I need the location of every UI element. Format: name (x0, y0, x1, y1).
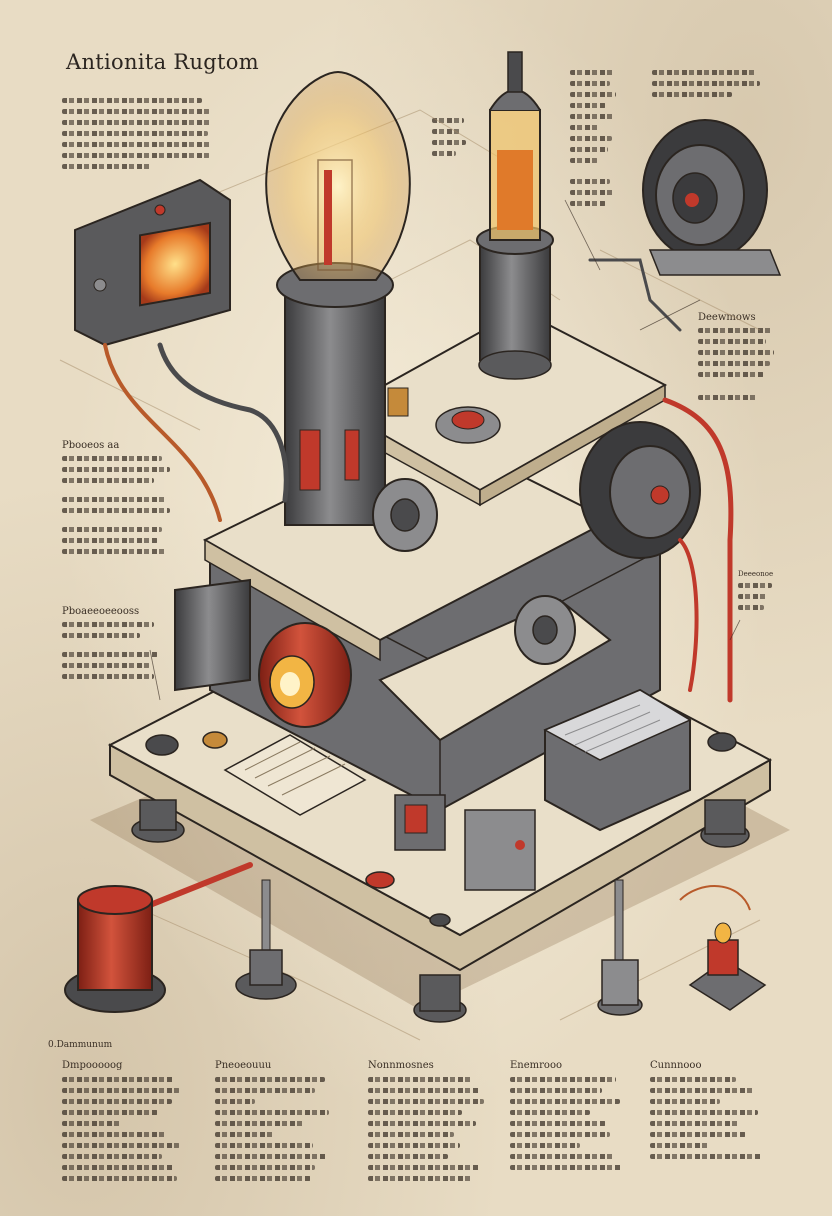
front-lamp-cylinder (174, 578, 352, 728)
base-legs (131, 799, 750, 1023)
small-component-boxes (394, 794, 536, 891)
legend-column-5-heading: Cunnnooo (650, 1060, 702, 1071)
legend-column-3: Nonnmosnes (368, 1060, 488, 1187)
junction-box (543, 688, 692, 832)
top-right-callout (652, 70, 762, 103)
bottom-legend-marker: 0.Dammunum (48, 1040, 113, 1050)
control-panel-plate (223, 734, 367, 816)
light-bulb (265, 70, 411, 281)
far-right-callout: Deeeonoe (738, 570, 778, 616)
legend-column-3-heading: Nonnmosnes (368, 1060, 434, 1071)
wheel-motor-top-right (642, 119, 782, 276)
small-lamp-bottom-right (679, 885, 767, 1011)
leader-lines (149, 199, 741, 701)
legend-column-2-heading: Pneoeouuu (215, 1060, 272, 1071)
legend-column-4-heading: Enemrooo (510, 1060, 562, 1071)
legend-column-4: Enemrooo (510, 1060, 630, 1176)
left-low-callout: Pboaeeoeeooss (62, 606, 162, 685)
upper-center-callout (432, 118, 468, 162)
far-right-callout-heading: Deeeonoe (738, 570, 774, 578)
vacuum-tube (476, 51, 554, 380)
poster-title: Antionita Rugtom (66, 50, 259, 74)
legend-column-5: Cunnnooo (650, 1060, 770, 1165)
gear-cluster (372, 478, 576, 665)
side-flywheel (579, 421, 701, 559)
left-mid-callout-heading: Pbooeos aa (62, 440, 120, 451)
monitor-box (74, 178, 231, 347)
intro-text-block (62, 98, 212, 175)
right-callout: Deewmows (698, 312, 778, 406)
bulb-tower (276, 262, 394, 526)
left-mid-callout: Pbooeos aa (62, 440, 172, 560)
red-canister (64, 885, 166, 1013)
support-posts (235, 879, 643, 1016)
legend-column-1: Dmpooooog (62, 1060, 182, 1187)
pipes (103, 258, 734, 908)
legend-column-1-heading: Dmpooooog (62, 1060, 123, 1071)
right-callout-heading: Deewmows (698, 312, 756, 323)
left-low-callout-heading: Pboaeeoeeooss (62, 606, 140, 617)
legend-column-2: Pneoeouuu (215, 1060, 335, 1187)
dial-knobs (145, 731, 737, 927)
upper-right-callout (570, 70, 620, 212)
